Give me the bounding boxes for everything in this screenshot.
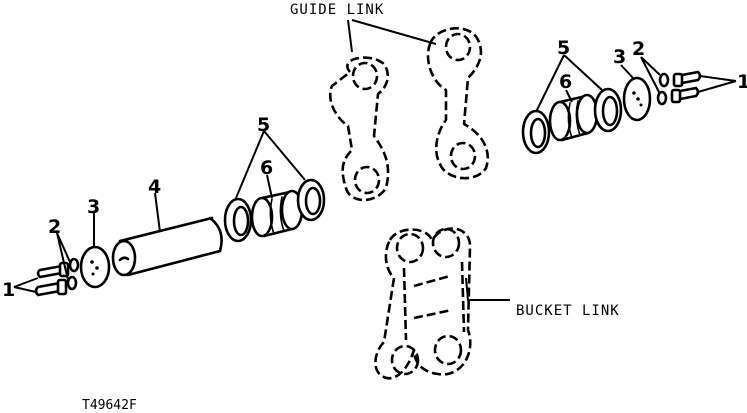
callout-3-right-leader — [620, 64, 634, 79]
retainer-plate-left — [79, 245, 111, 289]
callout-5-left-leader — [235, 130, 306, 199]
bushing-right — [548, 93, 599, 142]
callout-6-right: 6 — [559, 71, 572, 93]
guide-link-leader — [347, 19, 437, 53]
callout-3-left: 3 — [87, 196, 100, 218]
callout-5-left: 5 — [257, 114, 270, 136]
lock-washer-right-upper — [658, 72, 670, 88]
callout-6-left: 6 — [260, 157, 273, 179]
lock-washer-left-upper — [68, 257, 80, 273]
lock-washer-left-lower — [66, 275, 78, 291]
cap-screw-left-lower — [34, 278, 68, 297]
bucket-link-leader — [465, 277, 510, 301]
cap-screw-right-upper — [672, 70, 702, 88]
callout-2-right-leader — [640, 56, 661, 95]
callout-5-right: 5 — [557, 37, 570, 59]
callout-1-left: 1 — [2, 279, 15, 301]
pin — [111, 216, 223, 277]
guide-link-rear — [426, 27, 489, 180]
seal-left-outer — [296, 178, 326, 222]
callout-1-right-leader — [697, 75, 737, 93]
callout-4: 4 — [148, 176, 161, 198]
callout-6-right-leader — [565, 89, 573, 103]
callout-2-left: 2 — [48, 216, 61, 238]
bushing-left — [250, 189, 304, 238]
seal-left-inner — [223, 197, 253, 243]
seal-right-inner — [521, 109, 551, 155]
callout-3-right: 3 — [613, 46, 626, 68]
callout-5-right-leader — [535, 54, 603, 113]
callout-4-leader — [154, 192, 161, 233]
callout-1-right: 1 — [737, 71, 747, 93]
figure-code-label: T49642F — [82, 398, 137, 413]
seal-right-outer — [593, 87, 623, 133]
callout-1-left-leader — [13, 277, 39, 293]
bucket-link-label: BUCKET LINK — [516, 303, 620, 319]
guide-link-label: GUIDE LINK — [290, 2, 384, 18]
lock-washer-right-lower — [656, 90, 668, 106]
callout-2-right: 2 — [632, 38, 645, 60]
bucket-link — [374, 227, 472, 380]
callout-6-left-leader — [266, 174, 273, 199]
cap-screw-right-lower — [670, 86, 700, 104]
retainer-plate-right — [622, 76, 652, 122]
guide-link-front — [328, 56, 390, 202]
callout-2-left-leader — [56, 232, 71, 281]
